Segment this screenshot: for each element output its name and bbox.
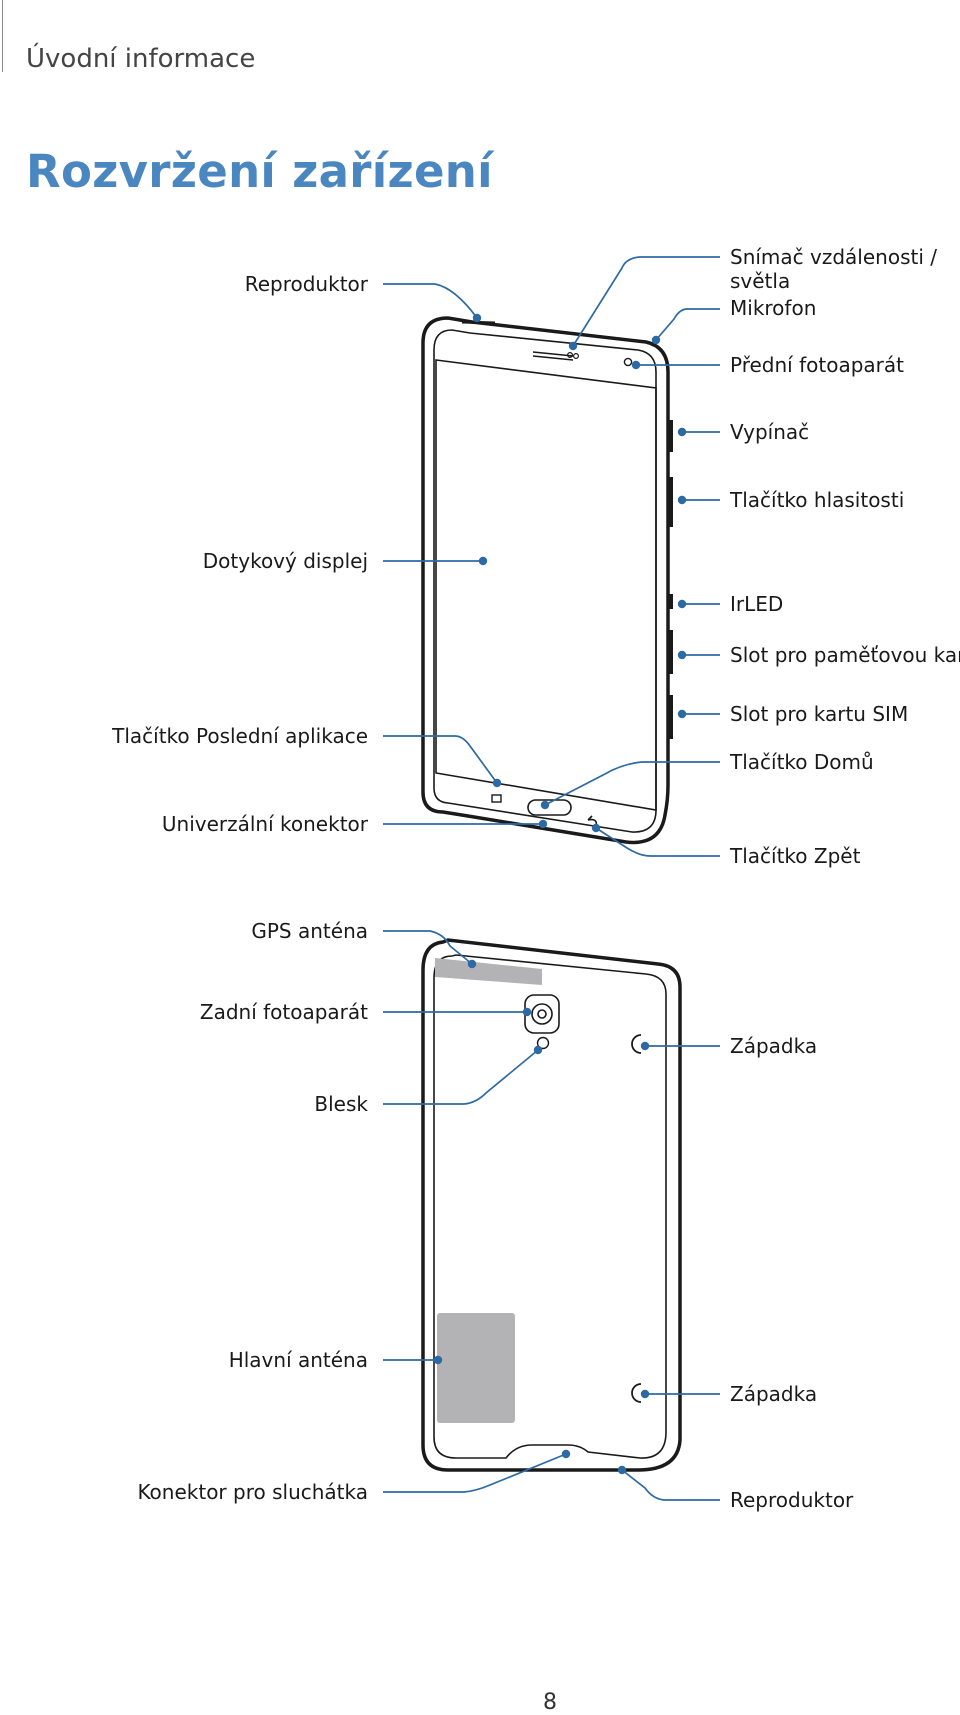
- label-rear-camera: Zadní fotoaparát: [199, 1000, 368, 1024]
- margin-rule: [2, 0, 3, 72]
- label-recent-apps: Tlačítko Poslední aplikace: [112, 724, 368, 748]
- front-inner-bezel: [433, 329, 657, 833]
- label-front-camera: Přední fotoaparát: [730, 353, 904, 377]
- proximity-sensor-icon-2: [572, 353, 579, 360]
- gps-antenna-area: [435, 958, 542, 985]
- page-title: Rozvržení zařízení: [26, 145, 493, 198]
- label-touch-display: Dotykový displej: [202, 549, 368, 573]
- main-antenna-area: [437, 1313, 515, 1423]
- label-headset-jack: Konektor pro sluchátka: [137, 1480, 368, 1504]
- back-device-drawing: [421, 938, 682, 1472]
- label-universal-connector: Univerzální konektor: [161, 812, 368, 836]
- label-irled: IrLED: [730, 592, 784, 616]
- front-device-drawing: [421, 316, 673, 845]
- label-latch-top: Západka: [730, 1034, 818, 1058]
- label-sim-slot: Slot pro kartu SIM: [730, 702, 909, 726]
- page-number: 8: [543, 1690, 557, 1715]
- home-button-icon: [527, 799, 572, 816]
- front-outer-shell: [421, 316, 670, 845]
- label-memory-slot: Slot pro paměťovou kartu: [730, 643, 960, 667]
- label-gps-antenna: GPS anténa: [251, 919, 368, 943]
- front-camera-lens-icon: [623, 357, 633, 367]
- memory-card-slot: [668, 630, 673, 674]
- volume-key: [668, 477, 673, 527]
- top-speaker-slot: [461, 320, 496, 325]
- leader-lines: [383, 256, 720, 1501]
- label-volume-key: Tlačítko hlasitosti: [730, 488, 905, 512]
- latch-bottom-icon: [631, 1383, 642, 1403]
- recent-apps-key-icon: [491, 794, 502, 803]
- back-outer-shell: [421, 938, 682, 1472]
- flash-icon: [536, 1036, 550, 1050]
- earpiece-grille: [532, 351, 574, 361]
- label-proximity-sensor-1: Snímač vzdálenosti /: [730, 245, 937, 269]
- front-screen: [435, 359, 657, 811]
- label-latch-bottom: Západka: [730, 1382, 818, 1406]
- leader-dots: [433, 313, 687, 1475]
- label-top-speaker: Reproduktor: [244, 272, 368, 296]
- label-bottom-speaker: Reproduktor: [730, 1488, 854, 1512]
- label-flash: Blesk: [314, 1092, 368, 1116]
- irled-port: [668, 594, 673, 609]
- label-home-key: Tlačítko Domů: [730, 750, 874, 774]
- label-microphone: Mikrofon: [730, 296, 817, 320]
- section-header: Úvodní informace: [26, 44, 256, 74]
- rear-camera-inner-icon: [537, 1009, 547, 1019]
- power-key: [668, 420, 673, 452]
- label-main-antenna: Hlavní anténa: [228, 1348, 368, 1372]
- label-back-key: Tlačítko Zpět: [730, 844, 861, 868]
- sim-card-slot: [668, 695, 673, 739]
- latch-top-icon: [631, 1034, 642, 1054]
- back-inner-rim: [433, 954, 667, 1459]
- rear-camera-lens-icon: [531, 1003, 553, 1025]
- label-proximity-sensor-2: světla: [730, 269, 791, 293]
- proximity-sensor-icon: [566, 352, 573, 359]
- label-power-key: Vypínač: [730, 420, 810, 444]
